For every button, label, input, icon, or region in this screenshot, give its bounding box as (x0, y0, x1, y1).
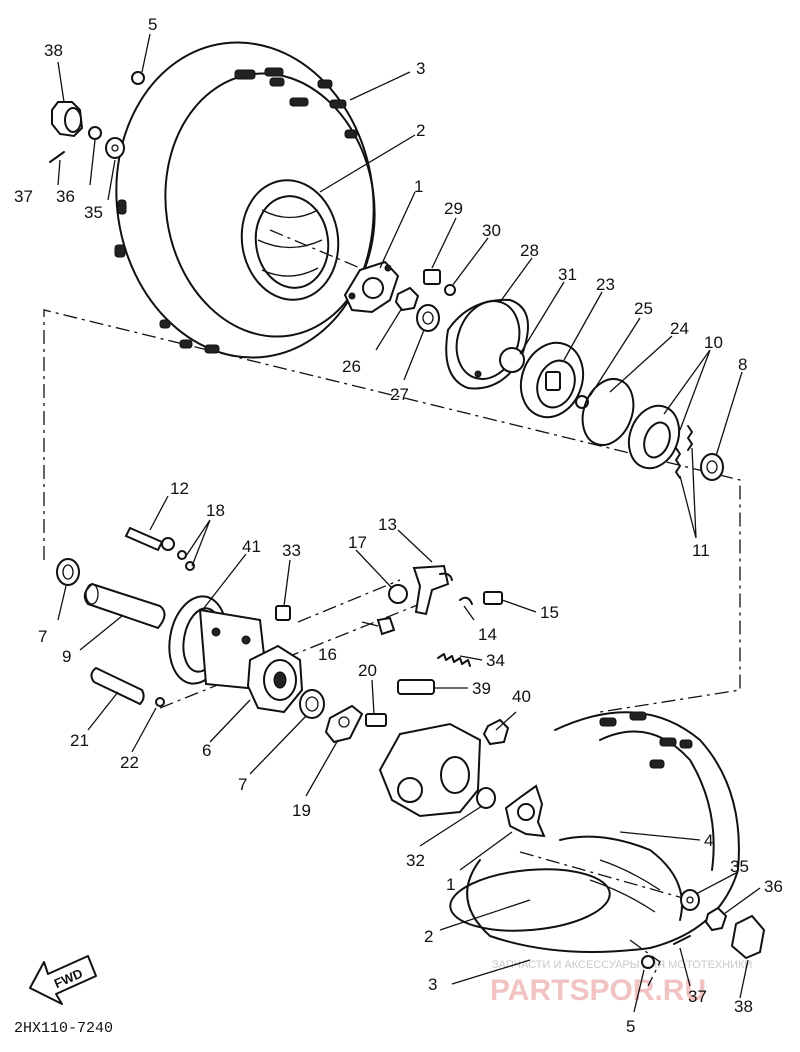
callout-3-lower: 3 (428, 975, 437, 994)
callout-18: 18 (206, 501, 225, 520)
callout-38-lower: 38 (734, 997, 753, 1016)
callout-3: 3 (416, 59, 425, 78)
callout-40: 40 (512, 687, 531, 706)
leader-lines (57, 33, 761, 1013)
callout-4: 4 (704, 831, 713, 850)
axle-parts (56, 526, 195, 707)
callout-labels: 38 5 3 2 37 36 35 1 29 30 28 31 23 25 24… (14, 15, 783, 1036)
callout-19: 19 (292, 801, 311, 820)
callout-37-lower: 37 (688, 987, 707, 1006)
callout-10: 10 (704, 333, 723, 352)
upper-tire (114, 41, 376, 359)
callout-28: 28 (520, 241, 539, 260)
brake-lever (376, 564, 503, 667)
callout-24: 24 (670, 319, 689, 338)
callout-8: 8 (738, 355, 747, 374)
callout-37: 37 (14, 187, 33, 206)
brake-plate (519, 341, 589, 419)
callout-15: 15 (540, 603, 559, 622)
callout-13: 13 (378, 515, 397, 534)
watermark-tagline: ЗАПЧАСТИ И АКСЕССУАРЫ ДЛЯ МОТОТЕХНИКИ (492, 959, 752, 971)
brake-shoes (581, 378, 724, 481)
callout-36-lower: 36 (764, 877, 783, 896)
callout-2: 2 (416, 121, 425, 140)
fwd-arrow: FWD (29, 955, 97, 1005)
diagram-code: 2HX110-7240 (14, 1020, 113, 1037)
callout-26: 26 (342, 357, 361, 376)
callout-17: 17 (348, 533, 367, 552)
callout-23: 23 (596, 275, 615, 294)
callout-30: 30 (482, 221, 501, 240)
callout-5: 5 (148, 15, 157, 34)
callout-7-lower: 7 (238, 775, 247, 794)
callout-35: 35 (84, 203, 103, 222)
callout-25: 25 (634, 299, 653, 318)
callout-1-lower: 1 (446, 875, 455, 894)
callout-20: 20 (358, 661, 377, 680)
assembly-lines (43, 229, 741, 987)
callout-6: 6 (202, 741, 211, 760)
knuckle-assembly (168, 595, 304, 714)
callout-9: 9 (62, 647, 71, 666)
watermark-brand: PARTSPOR.RU (490, 974, 706, 1007)
callout-34: 34 (486, 651, 505, 670)
tire-treads-upper (114, 67, 358, 354)
tire-treads-lower (599, 711, 693, 769)
hub-hardware (394, 269, 456, 332)
callout-7-upper: 7 (38, 627, 47, 646)
callout-11: 11 (692, 541, 710, 560)
callout-2-lower: 2 (424, 927, 433, 946)
callout-5-lower: 5 (626, 1017, 635, 1036)
callout-27: 27 (390, 385, 409, 404)
callout-1: 1 (414, 177, 423, 196)
callout-12: 12 (170, 479, 189, 498)
left-nut-stack (49, 71, 145, 163)
callout-16: 16 (318, 645, 337, 664)
upper-hub (343, 260, 400, 314)
callout-35-lower: 35 (730, 857, 749, 876)
callout-29: 29 (444, 199, 463, 218)
callout-31: 31 (558, 265, 577, 284)
callout-36: 36 (56, 187, 75, 206)
callout-39: 39 (472, 679, 491, 698)
brake-housing (365, 679, 510, 818)
brake-drum (445, 298, 529, 390)
lower-tire (449, 711, 740, 953)
callout-32: 32 (406, 851, 425, 870)
callout-33: 33 (282, 541, 301, 560)
callout-41: 41 (242, 537, 261, 556)
callout-38: 38 (44, 41, 63, 60)
bearing-plate (299, 689, 364, 744)
callout-21: 21 (70, 731, 89, 750)
right-nut-stack (641, 889, 766, 969)
callout-14: 14 (478, 625, 497, 644)
callout-22: 22 (120, 753, 139, 772)
watermark: PARTSPOR.RU ЗАПЧАСТИ И АКСЕССУАРЫ ДЛЯ МО… (490, 959, 752, 1007)
